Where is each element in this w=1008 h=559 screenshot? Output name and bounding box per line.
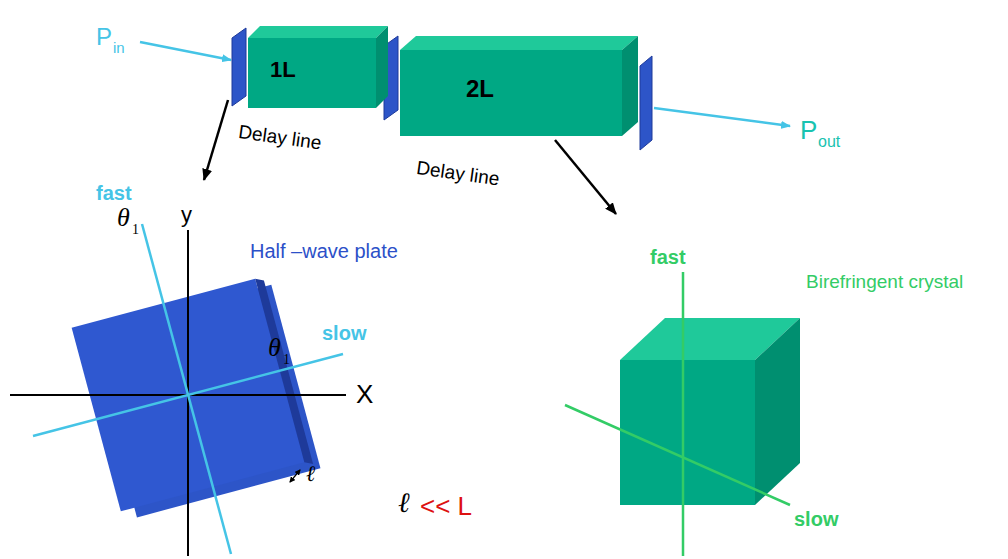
delay-line-crystal: 1L	[248, 24, 390, 112]
output-beam	[654, 108, 790, 126]
angle-subscript: 1	[132, 222, 139, 237]
pointer-arrow	[555, 140, 616, 214]
delay-line-crystal: 2L	[400, 34, 640, 138]
box-outline	[400, 34, 640, 138]
input-beam	[140, 42, 231, 60]
pointer-arrow	[204, 100, 228, 180]
slow-axis	[565, 405, 790, 505]
half-wave-plate-detail	[10, 224, 346, 556]
half-wave-plate	[640, 56, 652, 150]
component-label: Birefringent crystal	[806, 272, 963, 293]
power-subscript: in	[113, 40, 125, 57]
angle-subscript: 1	[283, 352, 290, 367]
x-axis	[10, 394, 346, 396]
half-wave-plate	[232, 28, 246, 106]
power-subscript: out	[818, 133, 840, 151]
axis-label: fast	[650, 246, 686, 268]
birefringent-crystal	[565, 272, 800, 556]
box-label: 1L	[270, 58, 296, 82]
power-symbol: P	[96, 24, 112, 50]
axis-label: fast	[96, 182, 132, 204]
axis-label: X	[356, 380, 373, 409]
angle-symbol: θ	[117, 204, 130, 233]
axis-label: slow	[322, 322, 366, 344]
component-label: Delay line	[237, 122, 323, 154]
condition-symbol: ℓ	[398, 488, 410, 519]
box-outline	[248, 24, 390, 112]
component-label: Delay line	[415, 158, 501, 190]
axis-label: slow	[794, 508, 838, 530]
power-symbol: P	[800, 116, 817, 145]
slow-axis	[33, 354, 343, 436]
axis-label: y	[181, 203, 192, 227]
condition-text: << L	[420, 492, 472, 521]
fast-axis	[682, 272, 685, 556]
box-label: 2L	[466, 76, 494, 102]
angle-symbol: θ	[268, 334, 281, 363]
fast-axis	[142, 224, 231, 554]
thickness-arrow	[290, 470, 300, 482]
thickness-label: ℓ	[306, 462, 315, 486]
component-label: Half –wave plate	[250, 240, 398, 262]
